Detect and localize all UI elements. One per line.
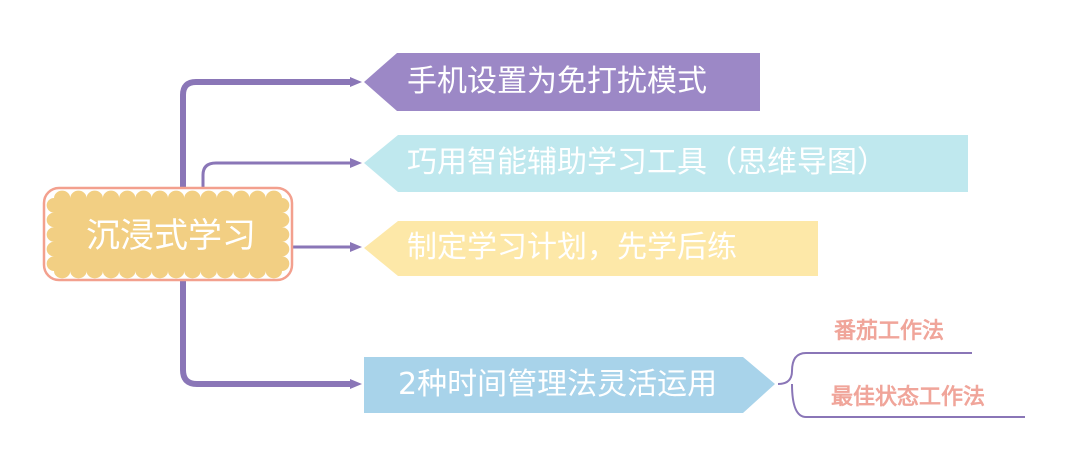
arrowhead-4	[350, 379, 362, 389]
branch-label-2: 巧用智能辅助学习工具（思维导图）	[407, 145, 887, 180]
sub-branch-label-2: 最佳状态工作法	[831, 385, 986, 410]
branch-shape-3	[364, 221, 818, 276]
branch-shape-1	[364, 53, 760, 111]
arrowhead-3	[350, 242, 362, 252]
connector-branch-1	[180, 79, 354, 238]
arrowhead-2	[350, 158, 362, 168]
connector-branch-4	[180, 281, 354, 387]
branch-label-4: 2种时间管理法灵活运用	[398, 367, 718, 402]
branch-label-3: 制定学习计划，先学后练	[407, 230, 737, 265]
sub-connector	[777, 352, 1025, 418]
sub-branch-label-1: 番茄工作法	[834, 319, 945, 344]
branch-shape-2	[364, 135, 968, 192]
branch-label-1: 手机设置为免打扰模式	[407, 64, 707, 99]
arrowhead-1	[350, 77, 362, 87]
connector-branch-2	[201, 161, 354, 190]
branch-shape-4	[364, 357, 775, 413]
root-scallop	[46, 190, 290, 279]
root-label: 沉浸式学习	[86, 216, 256, 256]
